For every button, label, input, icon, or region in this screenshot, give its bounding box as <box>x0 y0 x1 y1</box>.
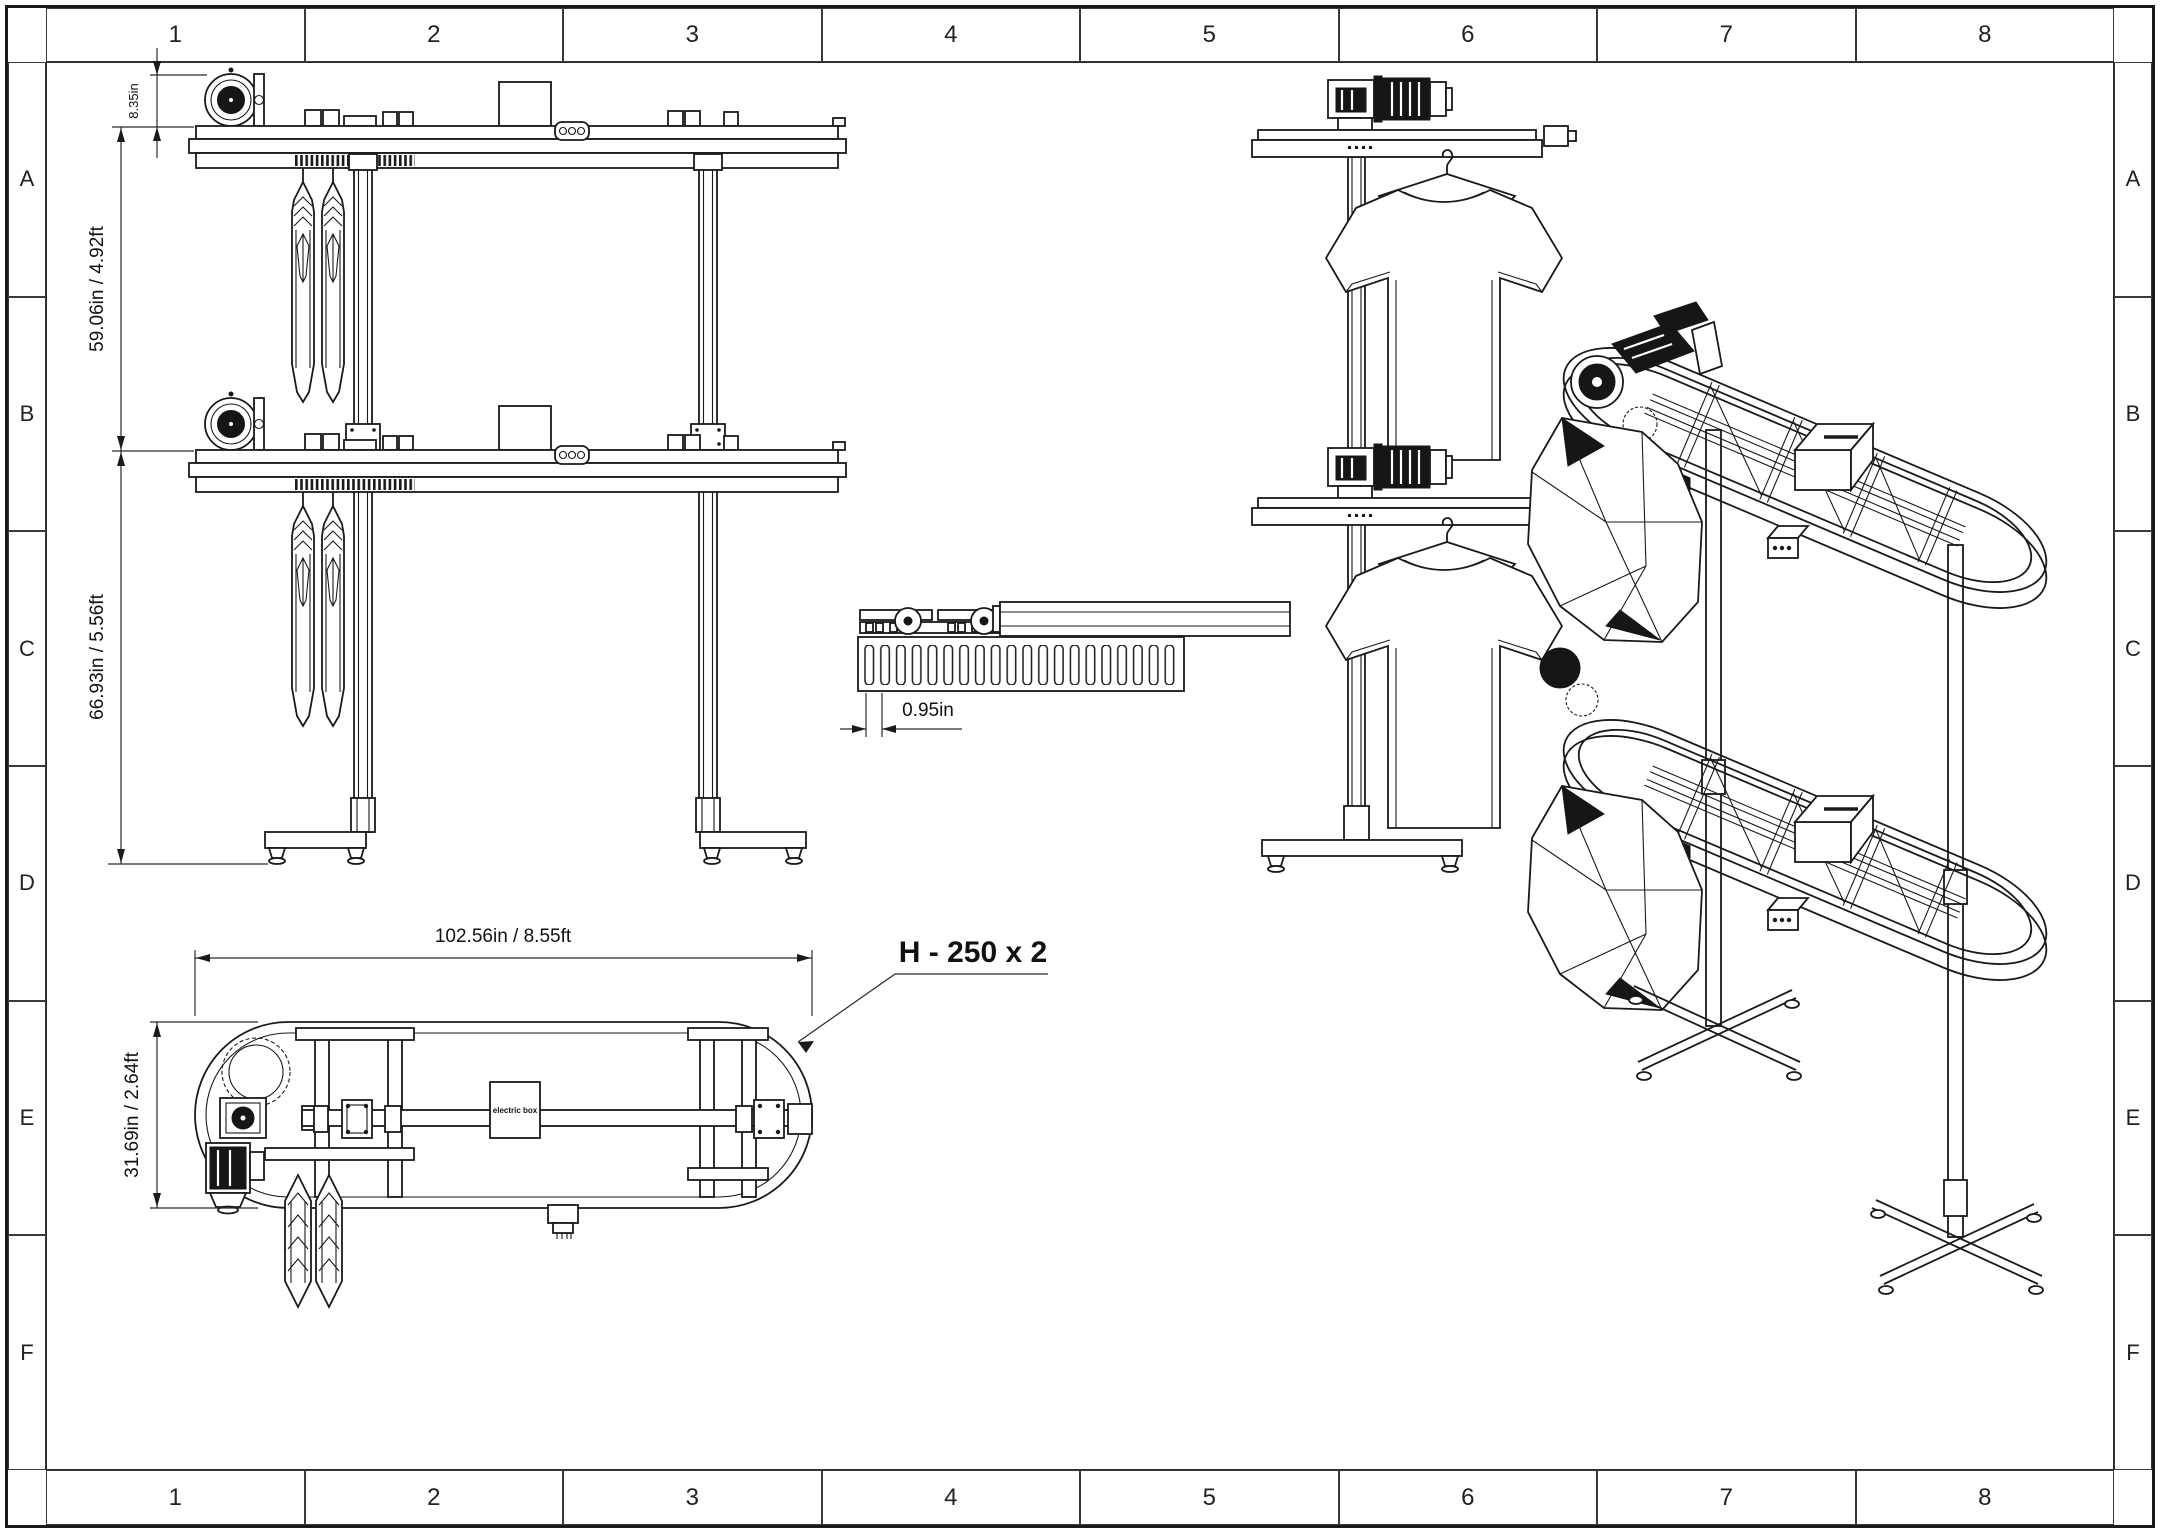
plan-motor <box>188 1037 291 1215</box>
plan-dimensions: 102.56in / 8.55ft 31.69in / 2.64ft <box>122 926 813 1209</box>
grid-row-label: C <box>2114 531 2152 767</box>
grid-row-label: D <box>8 766 46 1001</box>
grid-col-label: 6 <box>1338 8 1597 62</box>
dim-lower-tier: 66.93in / 5.56ft <box>87 593 108 719</box>
border-strip-top: 1 2 3 4 5 6 7 8 <box>46 8 2114 62</box>
sheet-inner-frame <box>46 62 2114 1470</box>
side-view <box>1250 74 1578 873</box>
grid-row-label: A <box>8 62 46 297</box>
border-strip-right: A B C D E F <box>2114 62 2152 1471</box>
iso-base-right <box>1870 1199 2044 1295</box>
dim-length: 102.56in / 8.55ft <box>435 926 572 947</box>
grid-col-label: 8 <box>1855 8 2114 62</box>
sheet-outer-border <box>5 5 2155 1528</box>
grid-col-label: 5 <box>1080 1470 1339 1525</box>
grid-row-label: B <box>2114 296 2152 532</box>
grid-col-label: 7 <box>1597 8 1856 62</box>
grid-col-label: 6 <box>1338 1470 1597 1525</box>
dim-width: 31.69in / 2.64ft <box>122 1051 143 1177</box>
border-strip-left: A B C D E F <box>8 62 46 1471</box>
grid-col-label: 3 <box>563 1470 822 1525</box>
grid-row-label: E <box>8 1000 46 1236</box>
grid-col-label: 4 <box>821 1470 1080 1525</box>
grid-col-label: 8 <box>1855 1470 2114 1525</box>
front-dimensions: 8.35in 59.06in / 4.92ft 66.93in / 5.56ft <box>87 48 268 865</box>
grid-col-label: 4 <box>821 8 1080 62</box>
chain-detail-view: 0.95in <box>840 601 1291 737</box>
grid-col-label: 3 <box>563 8 822 62</box>
grid-row-label: C <box>8 531 46 767</box>
border-strip-bottom: 1 2 3 4 5 6 7 8 <box>46 1470 2114 1525</box>
capacity-callout: H - 250 x 2 <box>797 936 1048 1053</box>
electric-box-label: electric box <box>493 1106 538 1115</box>
grid-col-label: 2 <box>304 8 563 62</box>
grid-row-label: A <box>2114 62 2152 297</box>
grid-row-label: F <box>8 1235 46 1471</box>
grid-row-label: D <box>2114 766 2152 1001</box>
dim-slot-pitch: 0.95in <box>902 700 954 721</box>
iso-base-left <box>1628 985 1802 1081</box>
isometric-view <box>1527 301 2064 1295</box>
grid-col-label: 1 <box>46 8 305 62</box>
grid-col-label: 7 <box>1597 1470 1856 1525</box>
grid-row-label: E <box>2114 1000 2152 1236</box>
grid-row-label: F <box>2114 1235 2152 1471</box>
plan-view: electric box <box>122 926 1048 1308</box>
grid-col-label: 2 <box>304 1470 563 1525</box>
capacity-label: H - 250 x 2 <box>899 936 1047 969</box>
dim-upper-tier: 59.06in / 4.92ft <box>87 225 108 351</box>
front-view: 8.35in 59.06in / 4.92ft 66.93in / 5.56ft <box>87 48 846 865</box>
grid-col-label: 5 <box>1080 8 1339 62</box>
grid-col-label: 1 <box>46 1470 305 1525</box>
detail-dimension: 0.95in <box>840 693 962 737</box>
dim-motor-height: 8.35in <box>126 83 141 118</box>
grid-row-label: B <box>8 296 46 532</box>
